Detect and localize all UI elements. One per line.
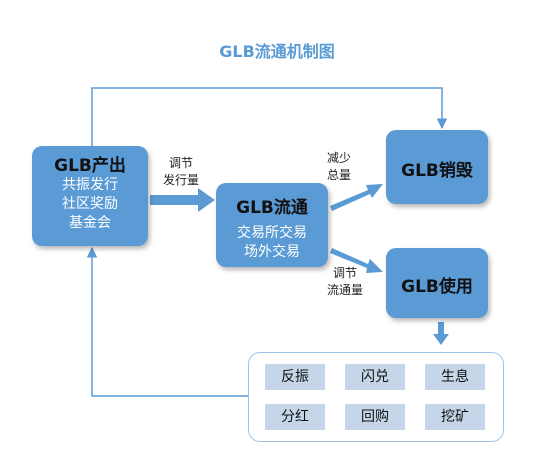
- node-produce-line: 基金会: [69, 215, 111, 231]
- arrow-circulate-to-use: [330, 248, 383, 273]
- label-line: 调节: [168, 156, 193, 170]
- usage-chip: 分红: [265, 404, 325, 430]
- label-line: 发行量: [162, 173, 199, 187]
- usage-chip: 回购: [345, 404, 405, 430]
- node-circulate-heading: GLB流通: [236, 198, 308, 218]
- node-glb-circulate: GLB流通 交易所交易 场外交易: [216, 183, 328, 267]
- loop-arrow-bottom: [86, 246, 248, 397]
- node-produce-heading: GLB产出: [54, 156, 126, 176]
- label-line: 总量: [326, 168, 351, 182]
- diagram-title: GLB流通机制图: [219, 42, 335, 61]
- node-produce-line: 共振发行: [62, 177, 118, 193]
- label-line: 减少: [326, 151, 351, 165]
- node-use-heading: GLB使用: [401, 277, 473, 297]
- arrow-use-to-usages: [433, 322, 449, 345]
- node-glb-produce: GLB产出 共振发行 社区奖励 基金会: [32, 146, 148, 246]
- arrow-produce-to-circulate: [150, 188, 215, 212]
- arrow-circulate-to-burn: [330, 184, 383, 211]
- node-circulate-line: 场外交易: [244, 244, 300, 260]
- loop-arrow-top: [91, 87, 448, 150]
- node-burn-heading: GLB销毁: [401, 161, 473, 181]
- label-line: 调节: [332, 266, 357, 280]
- label-adjust-circulation: 调节 流通量: [318, 265, 372, 299]
- node-glb-use: GLB使用: [386, 248, 488, 318]
- node-produce-line: 社区奖励: [62, 196, 118, 212]
- label-reduce-total: 减少 总量: [318, 150, 360, 184]
- label-line: 流通量: [326, 283, 363, 297]
- usage-chip: 反振: [265, 364, 325, 390]
- usage-container: 反振 闪兑 生息 分红 回购 挖矿: [248, 352, 504, 442]
- usage-chip: 闪兑: [345, 364, 405, 390]
- node-glb-burn: GLB销毁: [386, 130, 488, 204]
- usage-chip: 生息: [425, 364, 485, 390]
- label-adjust-issue: 调节 发行量: [150, 155, 212, 189]
- node-circulate-line: 交易所交易: [237, 225, 307, 241]
- usage-chip: 挖矿: [425, 404, 485, 430]
